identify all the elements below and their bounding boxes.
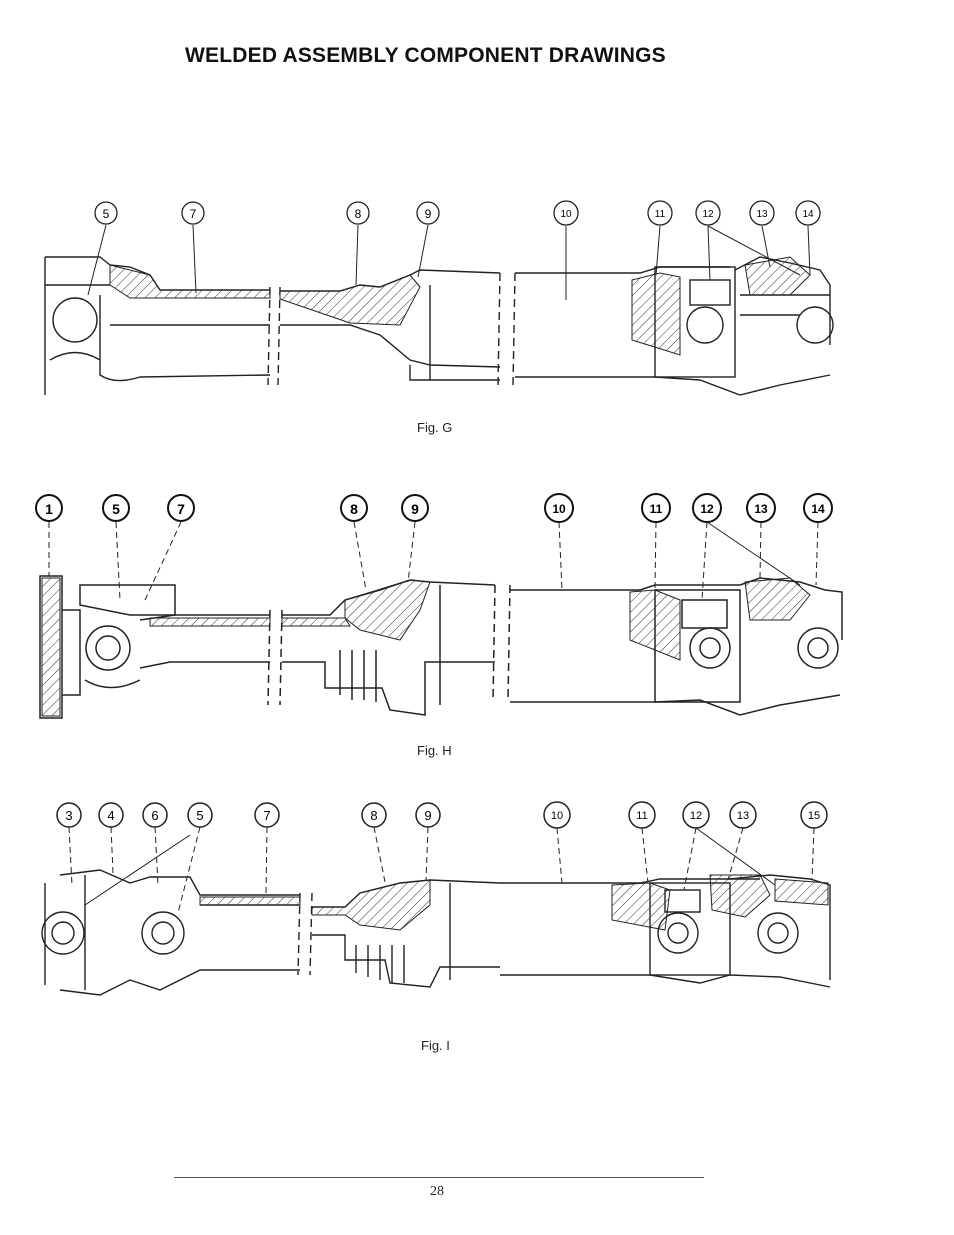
driveshaft-outline — [39, 575, 843, 719]
hatched-sections — [109, 256, 811, 356]
callout-8: 8 — [346, 201, 370, 286]
figure-g: 5 7 8 9 10 11 12 13 14 Fig. G — [0, 195, 954, 445]
svg-text:9: 9 — [411, 501, 419, 517]
callout-11: 11 — [641, 493, 671, 589]
page-title: WELDED ASSEMBLY COMPONENT DRAWINGS — [185, 44, 666, 67]
callouts-fig-g: 5 7 8 9 10 11 12 13 14 — [87, 200, 821, 300]
figure-i-drawing: 3 4 6 5 7 8 9 10 11 12 13 15 — [41, 801, 831, 996]
svg-text:1: 1 — [45, 501, 53, 517]
figure-g-drawing: 5 7 8 9 10 11 12 13 14 — [44, 200, 834, 396]
svg-text:10: 10 — [551, 810, 563, 822]
figure-i: 3 4 6 5 7 8 9 10 11 12 13 15 Fig. I — [0, 795, 954, 1065]
callout-7: 7 — [181, 201, 205, 294]
svg-text:5: 5 — [103, 207, 110, 221]
svg-text:12: 12 — [702, 209, 714, 220]
callout-8: 8 — [340, 494, 368, 591]
svg-text:13: 13 — [737, 810, 749, 822]
callout-13: 13 — [749, 200, 775, 268]
callout-3: 3 — [56, 802, 82, 886]
figure-caption: Fig. I — [421, 1038, 450, 1053]
page-number: 28 — [430, 1184, 444, 1199]
callout-4: 4 — [98, 802, 124, 874]
callout-10: 10 — [553, 200, 579, 300]
callouts-fig-h: 1 5 7 8 9 10 11 12 13 14 — [35, 493, 833, 601]
callout-13: 13 — [746, 493, 776, 579]
callout-7: 7 — [144, 494, 195, 601]
callout-6: 6 — [142, 802, 168, 886]
svg-text:9: 9 — [424, 808, 431, 823]
svg-text:15: 15 — [808, 810, 820, 822]
svg-text:13: 13 — [756, 209, 768, 220]
callout-5: 5 — [87, 201, 118, 296]
svg-text:11: 11 — [636, 810, 647, 822]
svg-text:5: 5 — [112, 501, 120, 517]
svg-text:10: 10 — [552, 502, 566, 516]
callout-12: 12 — [682, 801, 776, 891]
callout-12: 12 — [695, 200, 801, 281]
svg-text:10: 10 — [560, 209, 572, 220]
svg-text:7: 7 — [177, 501, 185, 517]
callout-11: 11 — [647, 200, 673, 276]
callout-5: 5 — [102, 494, 130, 601]
svg-text:12: 12 — [700, 502, 714, 516]
figure-caption: Fig. G — [417, 420, 453, 435]
svg-text:14: 14 — [802, 209, 814, 220]
svg-text:5: 5 — [196, 808, 203, 823]
callout-12: 12 — [692, 493, 801, 601]
callout-13: 13 — [727, 801, 757, 881]
svg-text:8: 8 — [355, 207, 362, 221]
svg-text:12: 12 — [690, 810, 702, 822]
callout-1: 1 — [35, 494, 63, 576]
svg-text:13: 13 — [754, 502, 768, 516]
svg-text:3: 3 — [65, 808, 72, 823]
svg-text:7: 7 — [190, 207, 197, 221]
footer-divider — [174, 1177, 704, 1178]
svg-text:4: 4 — [107, 808, 114, 823]
driveshaft-outline — [44, 256, 834, 396]
hatched-sections — [41, 577, 811, 717]
callout-5: 5 — [84, 802, 213, 914]
callout-9: 9 — [415, 802, 441, 882]
svg-text:11: 11 — [655, 209, 666, 220]
svg-text:11: 11 — [650, 502, 663, 516]
callouts-fig-i: 3 4 6 5 7 8 9 10 11 12 13 15 — [56, 801, 828, 914]
callout-11: 11 — [628, 801, 656, 884]
callout-10: 10 — [543, 801, 571, 884]
figure-h: 1 5 7 8 9 10 11 12 13 14 Fig. H — [0, 490, 954, 765]
svg-text:9: 9 — [425, 207, 432, 221]
svg-text:8: 8 — [370, 808, 377, 823]
svg-text:7: 7 — [263, 808, 270, 823]
callout-9: 9 — [401, 494, 429, 583]
figure-h-drawing: 1 5 7 8 9 10 11 12 13 14 — [35, 493, 843, 719]
svg-text:14: 14 — [811, 502, 825, 516]
callout-14: 14 — [795, 200, 821, 276]
svg-text:6: 6 — [151, 808, 158, 823]
svg-text:8: 8 — [350, 501, 358, 517]
figure-caption: Fig. H — [417, 743, 452, 758]
callout-8: 8 — [361, 802, 387, 888]
hatched-sections — [199, 874, 829, 931]
callout-15: 15 — [800, 801, 828, 880]
callout-10: 10 — [544, 493, 574, 591]
callout-7: 7 — [254, 802, 280, 896]
callout-14: 14 — [803, 493, 833, 586]
callout-9: 9 — [416, 201, 440, 278]
